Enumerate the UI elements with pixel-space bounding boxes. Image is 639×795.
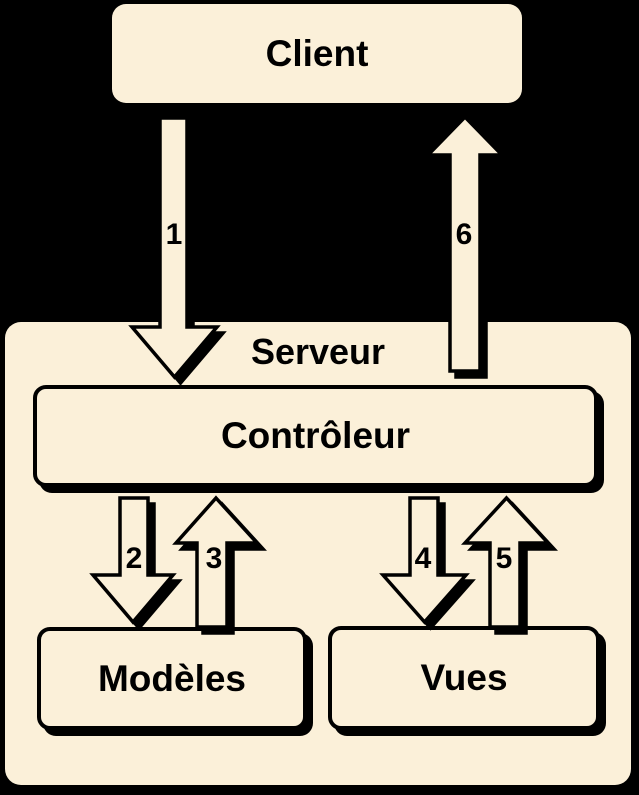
arrow-1-number: 1 — [165, 218, 183, 251]
arrow-up-icon — [461, 495, 558, 635]
arrow-3-number: 3 — [205, 542, 223, 575]
modeles-box: Modèles — [37, 627, 307, 730]
controleur-label: Contrôleur — [220, 415, 411, 456]
client-label: Client — [265, 32, 369, 74]
controleur-box: Contrôleur — [33, 385, 598, 487]
arrow-down-icon — [89, 496, 183, 631]
vues-box: Vues — [328, 626, 600, 730]
vues-label: Vues — [420, 657, 508, 698]
modeles-label: Modèles — [97, 657, 247, 699]
serveur-label: Serveur — [250, 331, 386, 372]
arrow-down-icon — [379, 496, 476, 631]
client-box: Client — [112, 4, 522, 103]
arrow-5-number: 5 — [495, 542, 513, 575]
arrow-up-icon — [423, 114, 513, 379]
arrow-6-number: 6 — [455, 218, 473, 251]
arrow-4-number: 4 — [414, 542, 432, 575]
arrow-down-icon — [128, 116, 227, 386]
arrow-2-number: 2 — [125, 542, 143, 575]
arrow-up-icon — [172, 495, 267, 635]
